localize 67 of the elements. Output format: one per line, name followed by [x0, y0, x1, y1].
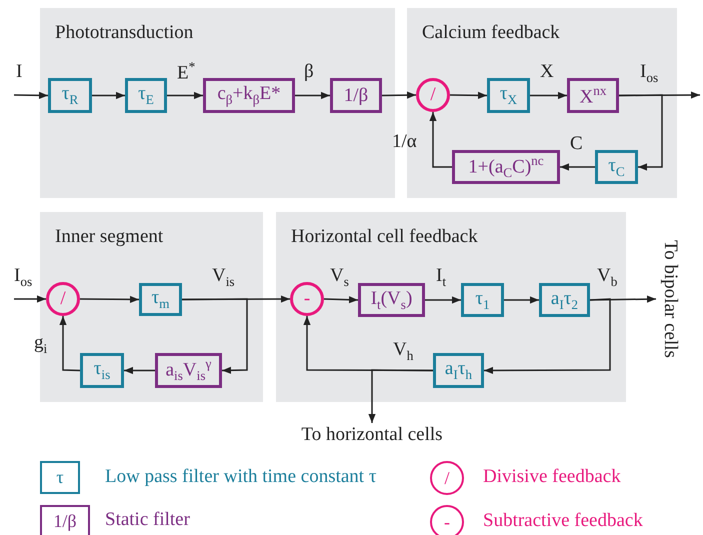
arrow	[368, 369, 433, 423]
arrow	[429, 112, 452, 168]
arrow	[295, 92, 330, 100]
output-text: To bipolar cells	[656, 229, 684, 369]
arrow	[92, 92, 125, 100]
legend-text: Subtractive feedback	[483, 510, 643, 532]
arrow	[59, 316, 80, 372]
arrow	[484, 298, 611, 374]
group-panel	[276, 212, 626, 402]
operator-circle: /	[46, 282, 80, 316]
legend-text: Divisive feedback	[483, 466, 621, 488]
arrow	[382, 92, 416, 99]
operator-circle: /	[416, 78, 450, 112]
group-title: Calcium feedback	[422, 22, 560, 44]
edge-label: X	[540, 62, 554, 81]
group-title: Phototransduction	[55, 22, 194, 44]
filter-box: 1/β	[330, 78, 382, 113]
filter-box: X$^{nx}$	[567, 78, 619, 113]
arrow	[182, 298, 248, 374]
arrow	[530, 92, 567, 100]
edge-label: V$_{h}$	[393, 340, 414, 362]
legend-text: Low pass filter with time constant τ	[105, 466, 376, 488]
legend-text: Static filter	[105, 509, 190, 531]
filter-box: τ$_{m}$	[139, 283, 182, 316]
edge-label: β	[304, 62, 314, 81]
filter-box: τ$_{E}$	[125, 78, 167, 113]
filter-box: τ$_{X}$	[487, 78, 530, 113]
output-text: To horizontal cells	[292, 423, 452, 447]
operator-circle: -	[290, 282, 324, 316]
arrow	[167, 92, 203, 100]
arrow	[324, 296, 358, 304]
arrow	[14, 295, 46, 303]
filter-box: I$_{t}$(V$_{s}$)	[358, 283, 425, 317]
filter-box: a$_{I}$τ$_{2}$	[539, 283, 590, 317]
edge-label: I$_{os}$	[640, 62, 658, 84]
filter-box: 1+(a$_{C}$C)$^{nc}$	[452, 150, 560, 184]
edge-label: V$_{s}$	[330, 266, 349, 288]
operator-symbol: -	[430, 505, 464, 535]
group-title: Horizontal cell feedback	[291, 226, 478, 248]
operator-symbol: /	[430, 461, 464, 495]
edge-label: I$_{t}$	[436, 266, 446, 288]
filter-box: τ$_{is}$	[80, 353, 124, 388]
arrow	[504, 296, 539, 304]
filter-symbol: τ	[40, 461, 80, 494]
edge-label: V$_{is}$	[212, 266, 235, 288]
edge-label: V$_{b}$	[597, 266, 618, 288]
filter-box: τ$_{1}$	[461, 283, 504, 317]
arrow	[560, 163, 595, 171]
filter-box: a$_{I}$τ$_{h}$	[433, 353, 484, 388]
arrow	[450, 92, 488, 99]
arrow	[80, 296, 139, 304]
edge-label: I$_{os}$	[14, 266, 32, 288]
arrow	[14, 92, 48, 99]
filter-box: τ$_{R}$	[48, 78, 92, 113]
edge-label: E$^{*}$	[177, 60, 196, 82]
edge-label: C	[570, 134, 583, 153]
edge-label: I	[16, 62, 22, 81]
filter-symbol: 1/β	[40, 505, 90, 535]
arrow	[619, 94, 663, 171]
filter-box: τ$_{C}$	[595, 150, 638, 184]
group-title: Inner segment	[55, 226, 164, 248]
arrow	[124, 366, 155, 374]
filter-box: c$_{β}$+k$_{β}$E*	[203, 78, 295, 113]
arrow	[425, 296, 461, 304]
group-panel	[40, 8, 395, 198]
edge-label: 1/α	[392, 132, 417, 151]
edge-label: g$_{i}$	[34, 333, 48, 356]
